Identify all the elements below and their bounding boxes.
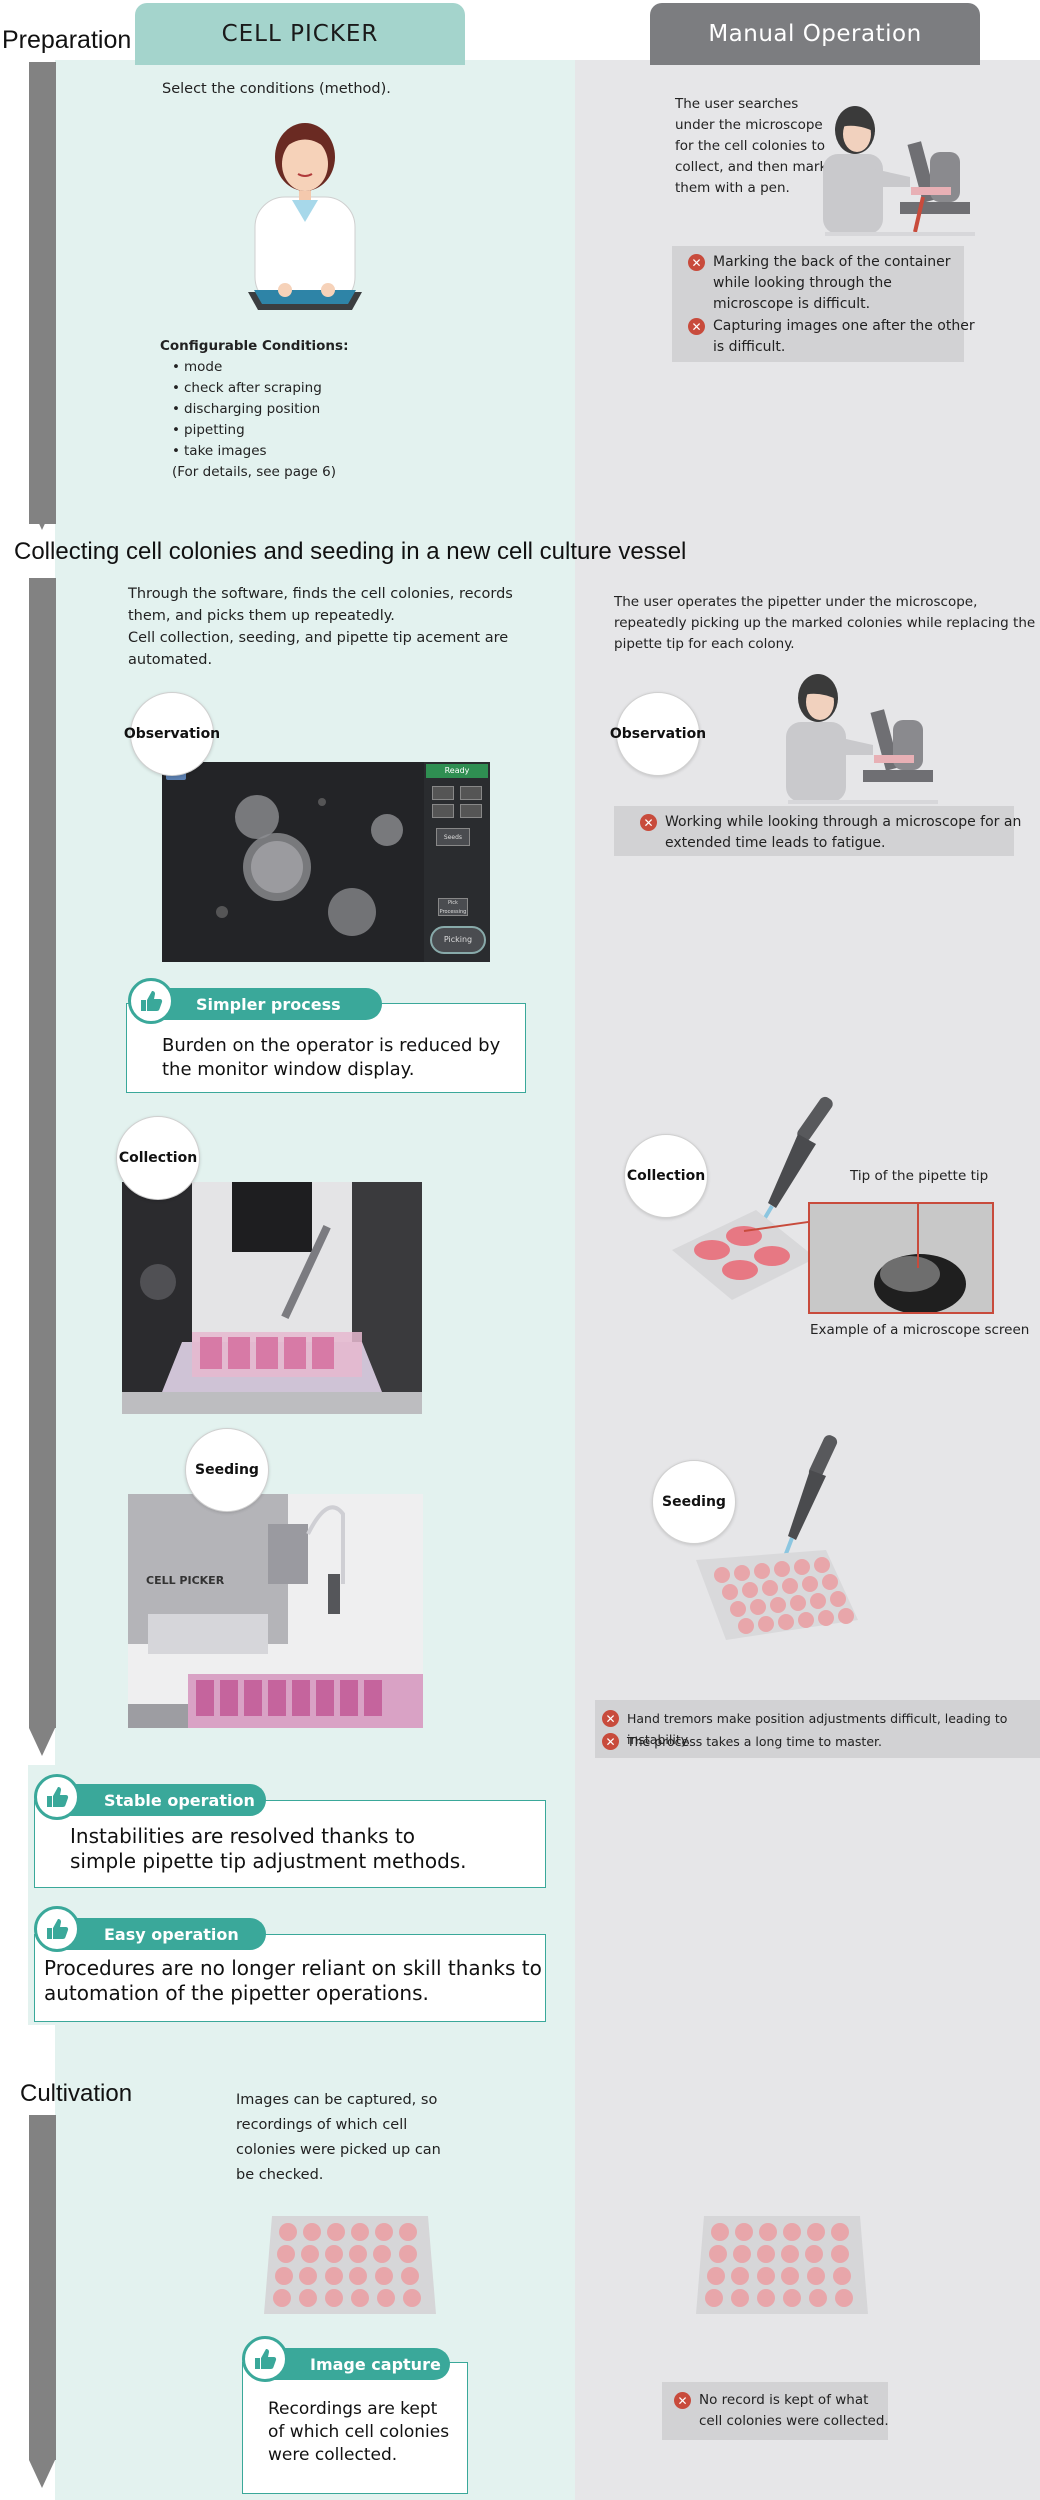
thumbs-up-icon bbox=[34, 1906, 80, 1952]
tip-label: Tip of the pipette tip bbox=[850, 1168, 989, 1184]
manual-collecting-intro-text: The user operates the pipetter under the… bbox=[614, 594, 1036, 652]
condition-item: discharging position bbox=[170, 399, 322, 420]
cultivation-issue: ✕ No record is kept of what cell colonie… bbox=[674, 2390, 889, 2432]
manual-seeding-label-circle: Seeding bbox=[652, 1460, 736, 1544]
colony-microscope-image bbox=[162, 762, 490, 962]
condition-item: take images bbox=[170, 441, 322, 462]
seeding-label-circle: Seeding bbox=[185, 1428, 269, 1512]
conditions-title: Configurable Conditions: bbox=[160, 338, 349, 354]
screen-picking-button[interactable]: Picking bbox=[430, 926, 486, 954]
manual-prep-text: The user searches under the microscope f… bbox=[675, 96, 835, 196]
screen-pick-processing-button[interactable]: Pick Processing bbox=[438, 898, 468, 916]
status-ready: Ready bbox=[426, 764, 488, 778]
x-icon: ✕ bbox=[602, 1733, 619, 1750]
simpler-process-tag: Simpler process bbox=[150, 988, 382, 1020]
stable-operation-tag: Stable operation bbox=[56, 1784, 266, 1816]
screen-btn[interactable] bbox=[432, 804, 454, 818]
stable-operation-text: Instabilities are resolved thanks to sim… bbox=[70, 1824, 467, 1873]
image-capture-text: Recordings are kept of which cell coloni… bbox=[268, 2399, 450, 2465]
pipette-tip-view-image bbox=[810, 1204, 992, 1312]
screen-btn[interactable] bbox=[460, 804, 482, 818]
seeding-issues-box bbox=[595, 1700, 1040, 1758]
manual-observation-label-circle: Observation bbox=[610, 692, 706, 776]
manual-operation-header: Manual Operation bbox=[650, 3, 980, 65]
pipetter-collection-image bbox=[122, 1182, 422, 1414]
details-note: (For details, see page 6) bbox=[172, 464, 337, 480]
thumbs-up-icon bbox=[242, 2336, 288, 2382]
cultivation-text: Images can be captured, so recordings of… bbox=[236, 2092, 441, 2183]
operator-with-tablet-illustration bbox=[248, 123, 362, 310]
software-screen: Ready Seeds Pick Processing Picking bbox=[162, 762, 490, 962]
condition-item: mode bbox=[170, 357, 322, 378]
seeding-photo: CELL PICKER bbox=[128, 1494, 423, 1728]
prep-issue-1: ✕ Marking the back of the container whil… bbox=[688, 252, 950, 315]
well-plate-illustration bbox=[696, 2216, 868, 2314]
pipette-and-96-well-plate-illustration bbox=[696, 1435, 858, 1640]
conditions-list: mode check after scraping discharging po… bbox=[170, 357, 322, 462]
microscope-screen-inset bbox=[808, 1202, 994, 1314]
cultivation-issue-box bbox=[662, 2382, 888, 2440]
screen-btn[interactable] bbox=[432, 786, 454, 800]
screen-caption: Example of a microscope screen bbox=[810, 1322, 1030, 1338]
thumbs-up-icon bbox=[128, 978, 174, 1024]
cultivation-arrow-head bbox=[29, 2460, 55, 2488]
cell-picker-header: CELL PICKER bbox=[135, 3, 465, 65]
cultivation-arrow bbox=[29, 2115, 56, 2460]
simpler-process-text: Burden on the operator is reduced by the… bbox=[162, 1035, 501, 1080]
collecting-intro-text: Through the software, finds the cell col… bbox=[128, 586, 513, 668]
person-at-microscope-illustration bbox=[786, 674, 938, 804]
screen-btn[interactable] bbox=[460, 786, 482, 800]
collection-label-circle: Collection bbox=[116, 1116, 200, 1200]
section-title-cultivation: Cultivation bbox=[20, 2080, 133, 2107]
section-title-collecting: Collecting cell colonies and seeding in … bbox=[14, 538, 687, 565]
cell-picker-machine-image bbox=[128, 1494, 423, 1728]
seeding-issue-1: ✕ Hand tremors make position adjustments… bbox=[602, 1708, 1040, 1750]
x-icon: ✕ bbox=[602, 1710, 619, 1727]
observation-issue-box bbox=[614, 806, 1014, 856]
collection-photo bbox=[122, 1182, 422, 1414]
image-capture-tag: Image capture bbox=[264, 2348, 450, 2380]
prep-issues-box bbox=[672, 246, 964, 362]
well-plate-illustration bbox=[264, 2216, 436, 2314]
screen-seeds-button[interactable]: Seeds bbox=[436, 828, 470, 846]
condition-item: check after scraping bbox=[170, 378, 322, 399]
condition-item: pipetting bbox=[170, 420, 322, 441]
easy-operation-tag: Easy operation bbox=[56, 1918, 266, 1950]
prep-issue-2: ✕ Capturing images one after the other i… bbox=[688, 316, 975, 358]
section-title-preparation: Preparation bbox=[2, 26, 132, 54]
preparation-arrow bbox=[29, 62, 56, 524]
x-icon: ✕ bbox=[640, 814, 657, 831]
x-icon: ✕ bbox=[688, 254, 705, 271]
thumbs-up-icon bbox=[34, 1774, 80, 1820]
seeding-issue-2: ✕ The process takes a long time to maste… bbox=[602, 1731, 882, 1752]
easy-operation-text: Procedures are no longer reliant on skil… bbox=[44, 1956, 542, 2005]
collecting-arrow-head bbox=[29, 1728, 55, 1756]
person-at-microscope-illustration bbox=[823, 106, 975, 236]
x-icon: ✕ bbox=[674, 2392, 691, 2409]
machine-label: CELL PICKER bbox=[146, 1574, 225, 1587]
x-icon: ✕ bbox=[688, 318, 705, 335]
observation-label-circle: Observation bbox=[124, 692, 220, 776]
observation-issue: ✕ Working while looking through a micros… bbox=[640, 812, 1021, 854]
manual-collection-label-circle: Collection bbox=[624, 1134, 708, 1218]
preparation-arrow-head bbox=[29, 502, 55, 530]
collecting-arrow bbox=[29, 578, 56, 1728]
select-conditions-text: Select the conditions (method). bbox=[162, 81, 391, 97]
